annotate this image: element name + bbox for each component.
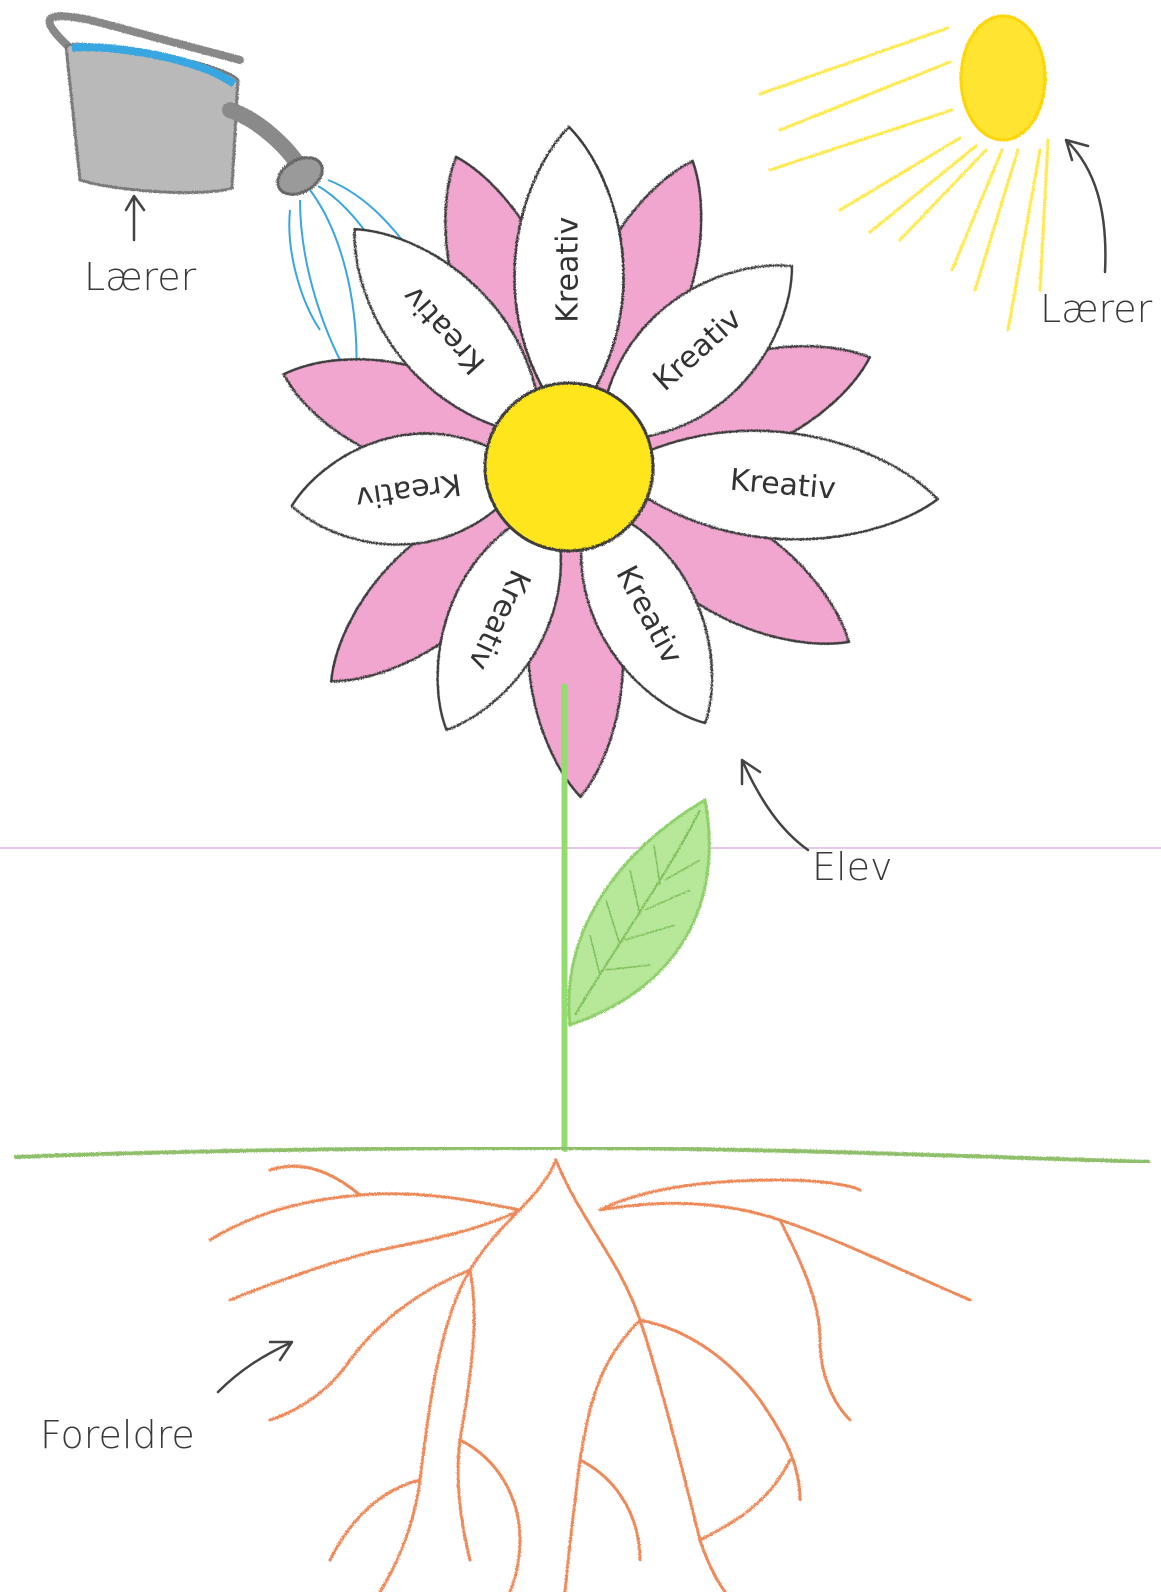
roots-label: Foreldre <box>40 1413 195 1457</box>
stem <box>562 690 567 1145</box>
flower-center <box>485 383 653 551</box>
leaf-icon <box>569 800 709 1025</box>
sun-arrow <box>1066 140 1105 272</box>
can-arrow <box>126 196 144 240</box>
sun-icon <box>760 16 1048 330</box>
watering-can-label: Lærer <box>84 255 197 299</box>
flower-label: Elev <box>812 845 892 889</box>
flower-arrow <box>742 760 808 850</box>
ground-line <box>14 1148 1150 1162</box>
petal-label: Kreativ <box>551 217 586 323</box>
watering-can-icon <box>50 16 329 202</box>
roots-icon <box>210 1160 970 1592</box>
roots-arrow <box>218 1342 292 1392</box>
sun-label: Lærer <box>1040 287 1153 331</box>
